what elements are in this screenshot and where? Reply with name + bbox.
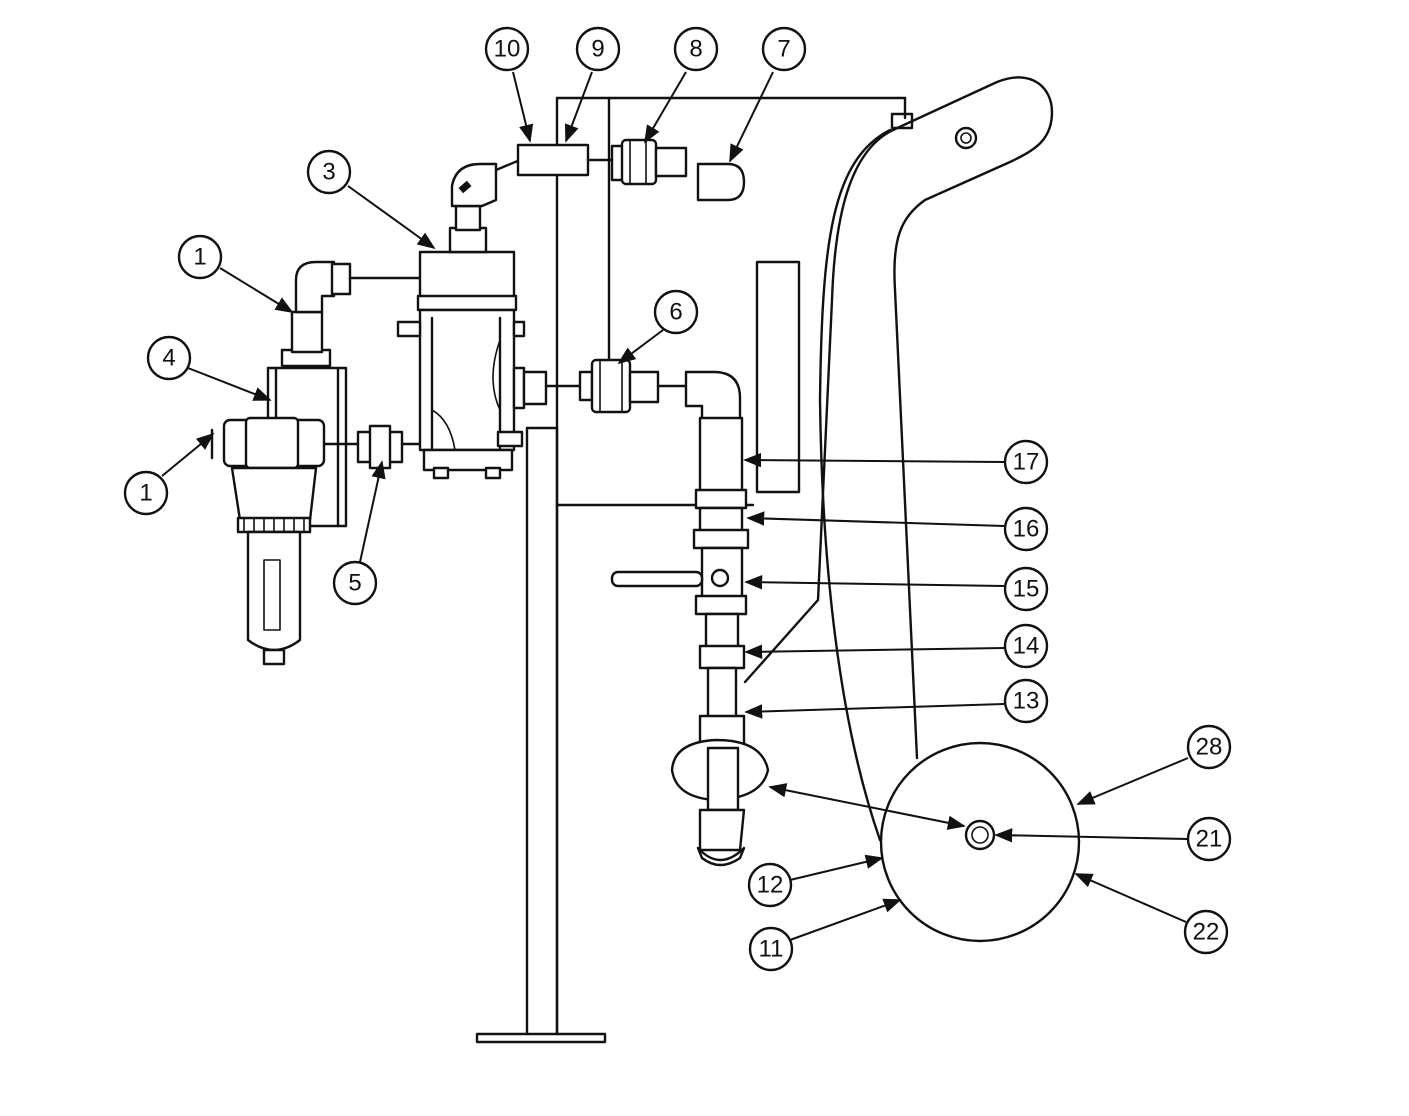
- callout-10: 10: [484, 26, 530, 72]
- callout-label-14: 14: [1013, 633, 1040, 660]
- wheel-disk: [879, 741, 1081, 943]
- callout-label-7: 7: [777, 36, 790, 63]
- leader-4: [187, 367, 272, 401]
- coupling-5: [322, 424, 422, 470]
- callout-label-11: 11: [759, 936, 784, 963]
- callout-28: 28: [1186, 724, 1232, 770]
- callout-11: 11: [748, 926, 794, 972]
- callout-label-4: 4: [162, 345, 175, 372]
- callout-12: 12: [747, 862, 793, 908]
- callout-label-8: 8: [689, 36, 702, 63]
- callout-22: 22: [1183, 909, 1229, 955]
- callout-6: 6: [653, 289, 699, 335]
- callout-label-16: 16: [1013, 516, 1040, 543]
- callout-3: 3: [306, 149, 352, 195]
- callout-label-12: 12: [757, 872, 784, 899]
- right-pipe-assembly: [610, 370, 770, 867]
- callout-5: 5: [332, 560, 378, 606]
- leader-7: [729, 71, 774, 163]
- callout-label-9: 9: [591, 36, 604, 63]
- callout-label-1-upper: 1: [193, 244, 206, 271]
- leader-10: [512, 71, 534, 143]
- callout-1-upper: 1: [177, 234, 223, 280]
- separator-body: [348, 158, 582, 480]
- callout-label-21: 21: [1196, 826, 1223, 853]
- callout-4: 4: [146, 335, 192, 381]
- callout-label-28: 28: [1196, 734, 1223, 761]
- filter-unit: [210, 260, 352, 666]
- leader-28: [1076, 757, 1189, 805]
- leader-lines: [161, 71, 1189, 941]
- callout-label-15: 15: [1013, 576, 1040, 603]
- leader-17: [743, 452, 1005, 468]
- callout-16: 16: [1003, 506, 1049, 552]
- leader-9: [564, 71, 593, 143]
- callout-label-3: 3: [322, 159, 335, 186]
- callout-label-6: 6: [669, 299, 682, 326]
- leader-11: [789, 898, 902, 941]
- leader-16: [746, 511, 1005, 527]
- leader-6: [617, 329, 664, 365]
- callout-8: 8: [673, 26, 719, 72]
- callout-label-1-lower: 1: [139, 480, 152, 507]
- leader-5: [359, 460, 386, 563]
- leader-22: [1074, 873, 1187, 923]
- top-piping: [516, 138, 746, 202]
- callout-label-10: 10: [494, 36, 521, 63]
- tow-arm: [743, 76, 1054, 842]
- callout-label-13: 13: [1013, 688, 1040, 715]
- callout-14: 14: [1003, 623, 1049, 669]
- callout-21: 21: [1186, 816, 1232, 862]
- callout-label-22: 22: [1193, 919, 1220, 946]
- callout-13: 13: [1003, 678, 1049, 724]
- leader-8: [644, 71, 687, 144]
- leader-14: [744, 644, 1005, 659]
- leader-1b: [161, 432, 215, 477]
- callout-label-17: 17: [1013, 449, 1040, 476]
- leader-12-disk: [768, 783, 966, 830]
- leader-21: [994, 828, 1189, 843]
- callout-9: 9: [575, 26, 621, 72]
- callout-7: 7: [761, 26, 807, 72]
- leader-15: [744, 575, 1005, 590]
- callout-15: 15: [1003, 566, 1049, 612]
- support-frame: [475, 96, 907, 1044]
- leader-12: [789, 854, 884, 881]
- leader-13: [744, 703, 1005, 719]
- callout-label-5: 5: [348, 570, 361, 597]
- leader-3: [347, 185, 436, 250]
- leader-1a: [219, 267, 294, 313]
- union-6: [578, 358, 688, 414]
- callout-1-lower: 1: [123, 470, 169, 516]
- callout-17: 17: [1003, 439, 1049, 485]
